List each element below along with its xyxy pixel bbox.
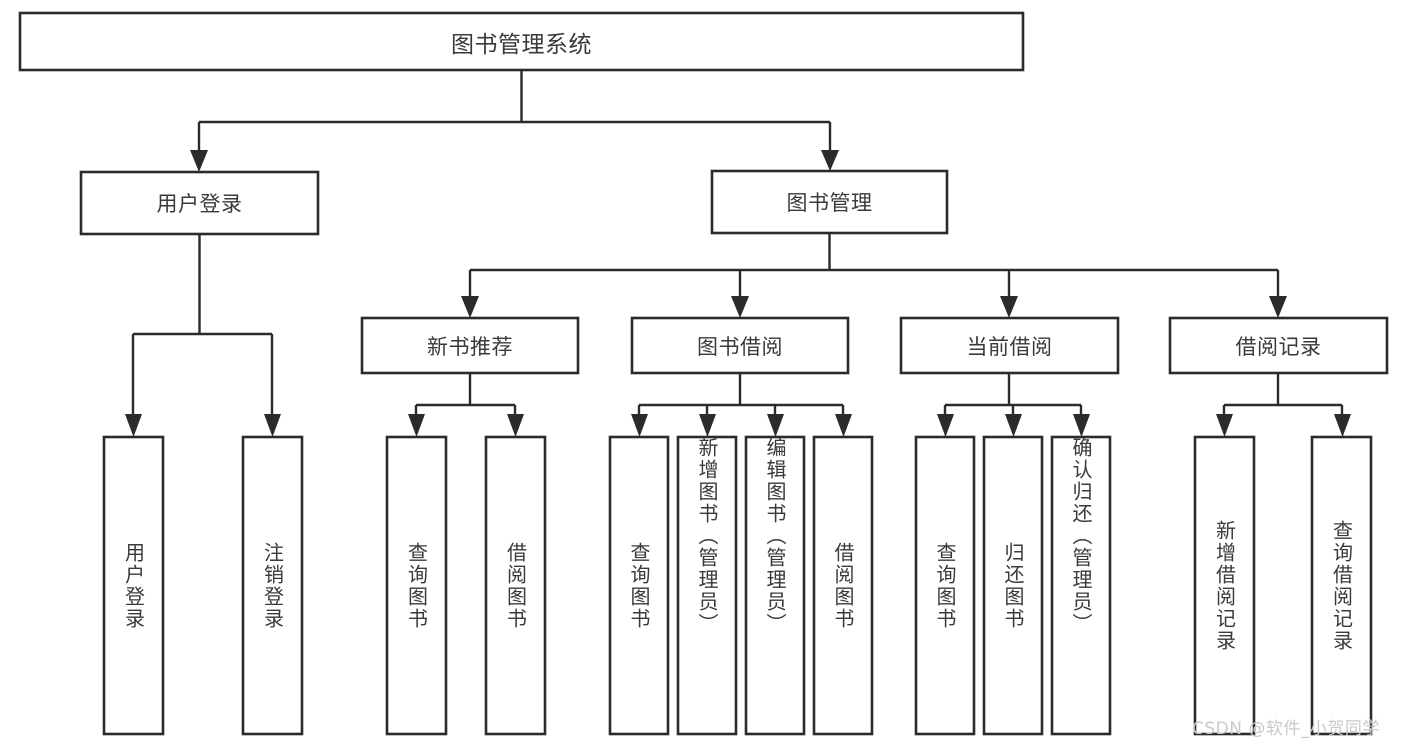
connector-bookmanage-to-level3	[461, 233, 1287, 318]
connector-newbook-to-leaves	[408, 373, 524, 437]
connector-bookborrow-to-leaves	[631, 373, 852, 437]
node-box-user-login[interactable]	[79, 170, 320, 236]
node-box-leaf-query-book-borrow[interactable]	[608, 435, 670, 736]
node-box-leaf-query-borrow-record[interactable]	[1310, 435, 1373, 736]
connector-root-to-level2	[190, 70, 839, 172]
node-box-leaf-user-logout[interactable]	[241, 435, 304, 736]
node-box-leaf-return-book[interactable]	[982, 435, 1044, 736]
node-box-leaf-confirm-return-admin[interactable]	[1050, 435, 1112, 736]
node-box-leaf-user-login[interactable]	[102, 435, 165, 736]
node-box-leaf-add-borrow-record[interactable]	[1193, 435, 1256, 736]
node-box-new-book-recommend[interactable]	[360, 316, 580, 375]
node-box-leaf-add-book-admin[interactable]	[676, 435, 738, 736]
node-box-borrow-record[interactable]	[1168, 316, 1389, 375]
node-box-book-borrow[interactable]	[630, 316, 850, 375]
node-box-leaf-query-book-rec[interactable]	[385, 435, 448, 736]
node-box-book-manage[interactable]	[710, 169, 949, 235]
node-box-leaf-borrow-book-rec[interactable]	[484, 435, 547, 736]
csdn-watermark: CSDN @软件_小贺同学	[1192, 719, 1380, 739]
connector-currentborrow-to-leaves	[937, 373, 1090, 437]
connector-userlogin-to-leaves	[125, 234, 281, 437]
node-box-leaf-borrow-book[interactable]	[812, 435, 874, 736]
connector-borrowrecord-to-leaves	[1216, 373, 1351, 437]
node-box-current-borrow[interactable]	[899, 316, 1120, 375]
node-box-leaf-edit-book-admin[interactable]	[744, 435, 806, 736]
node-box-leaf-query-book-current[interactable]	[914, 435, 976, 736]
node-box-root[interactable]	[18, 11, 1025, 72]
